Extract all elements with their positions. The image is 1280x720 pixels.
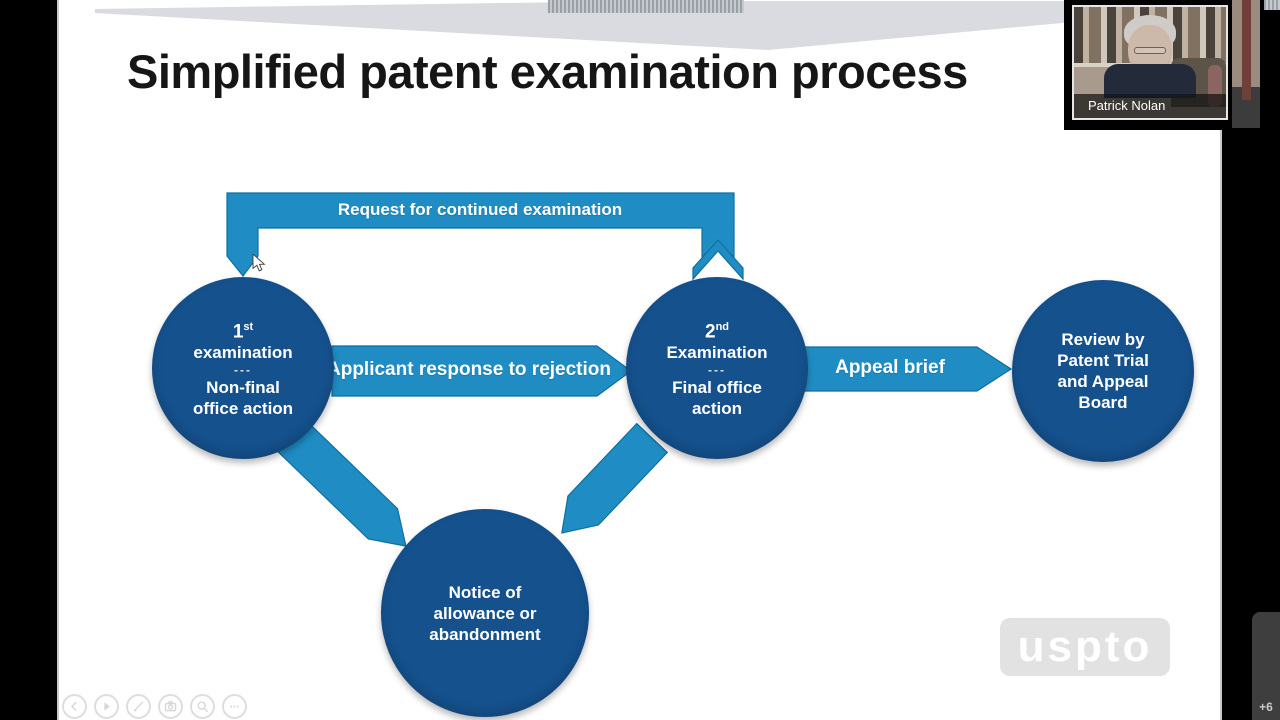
- node-line: Review by: [1061, 330, 1145, 349]
- chevron-right-icon: [104, 702, 110, 711]
- node-line: and Appeal: [1057, 372, 1149, 391]
- slide-title: Simplified patent examination process: [127, 45, 968, 98]
- snapshot-button[interactable]: [158, 694, 183, 719]
- video-artifact-strip: [548, 0, 744, 13]
- appeal-arrow-label: Appeal brief: [835, 357, 945, 378]
- secondary-video-sliver: [1232, 0, 1260, 128]
- response-arrow-label: Applicant response to rejection: [327, 359, 611, 380]
- next-slide-button[interactable]: [94, 694, 119, 719]
- magnifier-icon: [197, 701, 208, 712]
- participants-count-badge[interactable]: +6: [1259, 700, 1273, 714]
- speaker-glasses: [1134, 47, 1166, 54]
- node-line: Non-final: [206, 378, 280, 398]
- node-line: allowance or: [433, 603, 537, 623]
- node-line: examination: [193, 343, 293, 363]
- node-line: Notice of: [448, 582, 522, 602]
- node-line: abandonment: [429, 624, 541, 644]
- participants-panel-edge[interactable]: +6: [1252, 612, 1280, 720]
- node-second-examination: 2nd Examination --- Final office action: [626, 277, 808, 459]
- node-line: action: [691, 399, 743, 419]
- camera-icon: [164, 701, 177, 712]
- zoom-button[interactable]: [190, 694, 215, 719]
- more-options-button[interactable]: [222, 694, 247, 719]
- speaker-webcam-frame: Patrick Nolan: [1064, 0, 1240, 130]
- node-line: office action: [192, 399, 294, 419]
- node-line: Patent Trial: [1057, 351, 1149, 370]
- rce-arrow-label: Request for continued examination: [337, 200, 623, 219]
- chevron-left-icon: [71, 702, 77, 711]
- pencil-icon: [133, 701, 144, 712]
- uspto-logo: uspto: [1000, 618, 1170, 676]
- video-artifact-corner: [1264, 0, 1280, 10]
- node-line: Examination: [666, 343, 768, 363]
- node-separator: ---: [708, 363, 726, 378]
- node-first-examination: 1st examination --- Non-final office act…: [152, 277, 334, 459]
- annotate-button[interactable]: [126, 694, 151, 719]
- node-line: Final office: [672, 378, 762, 398]
- previous-slide-button[interactable]: [62, 694, 87, 719]
- node-ptab-review: Review by Patent Trial and Appeal Board: [1012, 280, 1194, 462]
- ellipsis-icon: [230, 705, 239, 708]
- node-ordinal: 1st: [232, 320, 254, 343]
- node-ordinal: 2nd: [704, 320, 730, 343]
- right-letterbox-divider: [1220, 0, 1222, 720]
- background-pole: [1242, 0, 1251, 100]
- speaker-webcam-video[interactable]: Patrick Nolan: [1072, 5, 1228, 120]
- speaker-shoulders: [1104, 64, 1196, 98]
- presentation-toolbar: [62, 694, 247, 719]
- node-separator: ---: [234, 363, 252, 378]
- mouse-cursor: [252, 254, 266, 272]
- left-letterbox-divider: [57, 0, 59, 720]
- node-notice-allowance: Notice of allowance or abandonment: [381, 509, 589, 717]
- speaker-name-label: Patrick Nolan: [1074, 94, 1226, 118]
- node-line: Board: [1078, 393, 1128, 412]
